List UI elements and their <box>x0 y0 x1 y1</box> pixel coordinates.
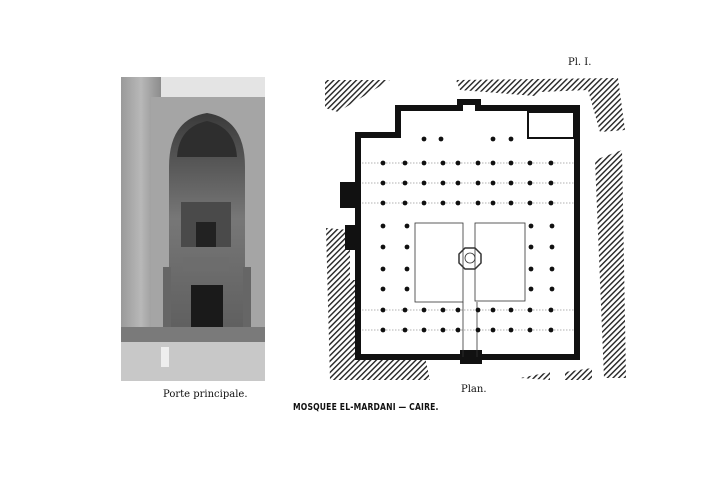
column <box>549 266 555 272</box>
column <box>549 244 555 250</box>
courtyard <box>414 222 526 357</box>
column <box>380 160 386 166</box>
column <box>421 327 427 333</box>
column <box>402 200 408 206</box>
column <box>527 180 533 186</box>
column <box>380 180 386 186</box>
column <box>508 180 514 186</box>
column <box>527 200 533 206</box>
column <box>380 327 386 333</box>
column <box>455 180 461 186</box>
column <box>475 160 481 166</box>
column <box>508 160 514 166</box>
column <box>440 160 446 166</box>
column <box>508 200 514 206</box>
column <box>380 307 386 313</box>
column <box>421 200 427 206</box>
photo-caption: Porte principale. <box>163 389 248 400</box>
column <box>527 160 533 166</box>
column <box>475 307 481 313</box>
column <box>380 223 386 229</box>
column <box>527 307 533 313</box>
column <box>404 286 410 292</box>
column <box>380 244 386 250</box>
column <box>404 244 410 250</box>
column <box>508 307 514 313</box>
plate-title: MOSQUEE EL-MARDANI — CAIRE. <box>293 402 439 413</box>
column <box>549 223 555 229</box>
column <box>380 266 386 272</box>
column <box>440 327 446 333</box>
column <box>528 286 534 292</box>
column <box>380 200 386 206</box>
column <box>490 327 496 333</box>
column <box>548 327 554 333</box>
column <box>404 223 410 229</box>
column <box>440 307 446 313</box>
mosque-floor-plan <box>325 78 626 380</box>
column <box>508 327 514 333</box>
column <box>508 136 514 142</box>
column <box>475 327 481 333</box>
column <box>421 180 427 186</box>
column <box>440 180 446 186</box>
column <box>421 136 427 142</box>
portal-photograph <box>121 77 265 381</box>
column <box>490 136 496 142</box>
column <box>440 200 446 206</box>
column-grid <box>362 136 574 333</box>
column <box>421 160 427 166</box>
column <box>527 327 533 333</box>
plate-number: Pl. I. <box>568 57 592 68</box>
column <box>548 160 554 166</box>
column <box>455 327 461 333</box>
fountain-octagon <box>458 247 482 270</box>
column <box>455 200 461 206</box>
column <box>549 286 555 292</box>
column <box>475 180 481 186</box>
column <box>438 136 444 142</box>
column <box>402 327 408 333</box>
column <box>528 244 534 250</box>
column <box>402 160 408 166</box>
column <box>402 180 408 186</box>
column <box>475 200 481 206</box>
column <box>490 307 496 313</box>
column <box>548 200 554 206</box>
column <box>421 307 427 313</box>
column <box>490 160 496 166</box>
column <box>455 307 461 313</box>
mosque-walls <box>340 99 580 364</box>
column <box>548 307 554 313</box>
column <box>528 223 534 229</box>
column <box>380 286 386 292</box>
column <box>402 307 408 313</box>
column <box>490 200 496 206</box>
column <box>548 180 554 186</box>
plan-caption: Plan. <box>461 384 487 395</box>
column <box>490 180 496 186</box>
column <box>528 266 534 272</box>
column <box>455 160 461 166</box>
surrounding-buildings-hatched <box>325 78 626 380</box>
column <box>404 266 410 272</box>
